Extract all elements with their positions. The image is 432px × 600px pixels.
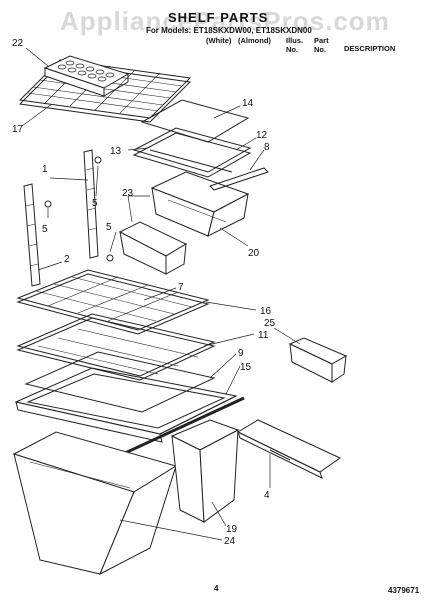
crisper-cover-frame: [14, 367, 238, 443]
crisper-glass: [140, 99, 250, 143]
callout-22: 22: [12, 38, 24, 49]
document-number: 4379671: [388, 586, 420, 595]
callout-15: 15: [240, 362, 252, 373]
crisper-drawer-left: [12, 431, 178, 576]
callout-20: 20: [248, 248, 260, 259]
callout-25: 25: [264, 318, 276, 329]
callout-1: 1: [42, 164, 48, 175]
model-numbers: For Models: ET18SKXDW00, ET18SKXDN00: [146, 26, 312, 35]
callout-4: 4: [264, 490, 270, 501]
callout-5a: 5: [92, 198, 98, 209]
color-white-label: (White): [206, 36, 232, 45]
crisper-frame-edge: [132, 132, 252, 178]
glass-shelf: [16, 313, 216, 381]
callout-7: 7: [178, 282, 184, 293]
humidity-control: [236, 419, 341, 479]
callout-12: 12: [256, 130, 268, 141]
callout-16: 16: [260, 306, 272, 317]
crisper-frame-rail: [149, 149, 233, 173]
callout-11: 11: [258, 330, 269, 341]
callout-5b: 5: [42, 224, 48, 235]
leader-lines: [21, 47, 301, 541]
side-rail: [209, 167, 269, 191]
screw: [106, 254, 114, 262]
screw: [94, 156, 102, 164]
shelf-support-left: [23, 183, 41, 287]
small-bin: [118, 221, 188, 275]
middle-wire-shelf: [16, 269, 210, 335]
crisper-cover-glass: [24, 351, 216, 413]
door-bin: [288, 337, 348, 383]
screw: [44, 200, 52, 208]
callout-2: 2: [64, 254, 70, 265]
callout-24: 24: [224, 536, 236, 547]
shelf-support-right: [83, 149, 99, 259]
callout-19: 19: [226, 524, 238, 535]
color-almond-label: (Almond): [238, 36, 271, 45]
divider-rail: [109, 396, 245, 462]
description-header: DESCRIPTION: [344, 44, 396, 53]
illus-no-header: Illus.No.: [286, 36, 304, 54]
callout-23: 23: [122, 188, 134, 199]
callout-14: 14: [242, 98, 254, 109]
page-number: 4: [214, 584, 219, 593]
crisper-frame: [132, 127, 252, 173]
callout-17: 17: [12, 124, 24, 135]
watermark: AppliancePartsPros.com: [60, 6, 390, 36]
callout-5c: 5: [106, 222, 112, 233]
callout-9: 9: [238, 348, 244, 359]
callout-13: 13: [110, 146, 122, 157]
crisper-drawer-right: [170, 419, 240, 523]
top-wire-shelf: [18, 55, 192, 123]
page-title: SHELF PARTS: [168, 10, 269, 25]
callout-8: 8: [264, 142, 270, 153]
meat-drawer: [150, 171, 250, 237]
